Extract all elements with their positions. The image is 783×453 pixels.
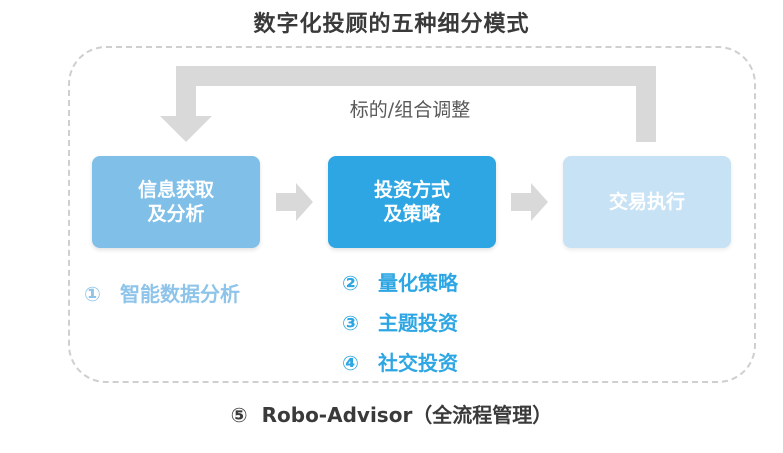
footer-mode: ⑤ Robo-Advisor（全流程管理）: [0, 399, 783, 428]
mode-item: ② 量化策略: [342, 267, 458, 296]
forward-arrow-1: [276, 183, 313, 221]
loop-arrow-head: [160, 116, 212, 142]
box-investment-strategy: 投资方式 及策略: [328, 156, 496, 248]
box-investment-strategy-label: 投资方式 及策略: [373, 179, 450, 225]
footer-number: ⑤: [230, 403, 248, 427]
mode-item: ① 智能数据分析: [84, 278, 240, 307]
diagram-title: 数字化投顾的五种细分模式: [253, 12, 530, 37]
mode-number: ①: [84, 282, 101, 306]
mode-label: 主题投资: [378, 311, 458, 335]
mode-number: ④: [342, 351, 359, 375]
mode-item: ④ 社交投资: [342, 347, 458, 376]
mode-label: 量化策略: [378, 271, 458, 295]
footer-label: Robo-Advisor（全流程管理）: [261, 403, 553, 427]
mode-item: ③ 主题投资: [342, 307, 458, 336]
mode-label: 社交投资: [378, 351, 458, 375]
box-info-analysis: 信息获取 及分析: [92, 156, 260, 248]
box-info-analysis-label: 信息获取 及分析: [137, 179, 214, 225]
mode-label: 智能数据分析: [120, 282, 240, 306]
box-trade-execution: 交易执行: [563, 156, 731, 248]
box-trade-execution-label: 交易执行: [608, 191, 685, 213]
loop-arrow: [176, 66, 656, 142]
loop-label: 标的/组合调整: [349, 99, 471, 121]
dashed-frame: [68, 46, 756, 383]
forward-arrow-2: [511, 183, 548, 221]
mode-number: ③: [342, 311, 359, 335]
mode-number: ②: [342, 271, 359, 295]
